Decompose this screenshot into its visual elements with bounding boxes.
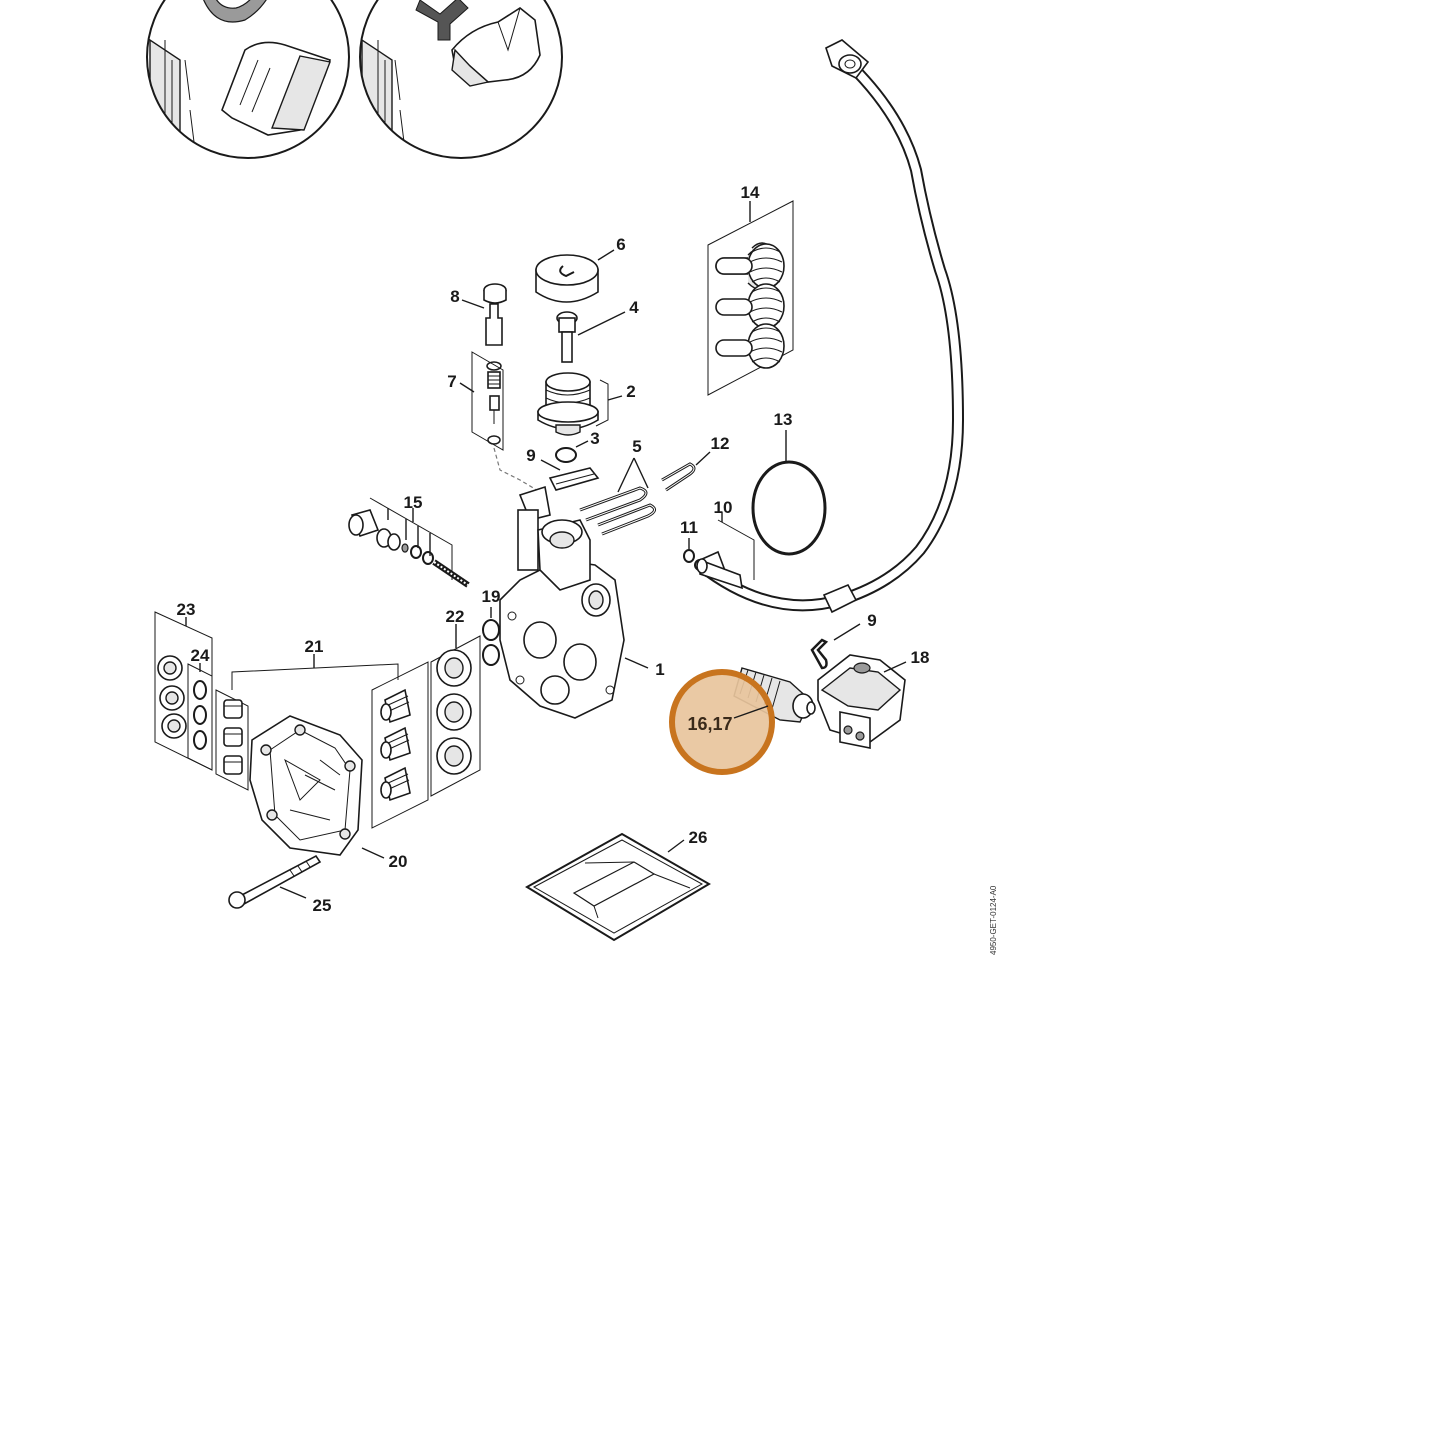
label-20: 20 — [389, 852, 408, 871]
part-4-bolt: 4 — [556, 298, 639, 363]
highlight-callout[interactable]: 16,17 — [669, 669, 775, 775]
label-10: 10 — [714, 498, 733, 517]
part-25-bolt: 25 — [228, 854, 332, 915]
part-14-valve-kit: 14 — [707, 183, 794, 396]
label-16-17: 16,17 — [687, 714, 732, 734]
part-10-connector: 10 — [696, 498, 755, 590]
part-11-o-ring: 11 — [680, 518, 698, 563]
part-7-valve-kit: 7 — [447, 351, 541, 493]
part-3-washer: 3 — [555, 429, 600, 463]
part-21-valve-cones — [371, 661, 429, 829]
label-23: 23 — [177, 600, 196, 619]
part-21-valve-set: 21 — [215, 637, 399, 791]
label-18: 18 — [911, 648, 930, 667]
detail-inset-left — [146, 0, 350, 159]
part-19-o-rings: 19 — [482, 587, 501, 666]
part-26-instruction-sheet: 26 — [525, 828, 711, 942]
label-12: 12 — [711, 434, 730, 453]
part-2-plug: 2 — [537, 372, 636, 436]
label-11: 11 — [680, 518, 698, 537]
part-23-seal-kit: 23 — [154, 600, 213, 771]
detail-inset-right — [359, 0, 563, 159]
part-5-clips: 5 — [579, 437, 656, 536]
label-26: 26 — [689, 828, 708, 847]
label-5: 5 — [632, 437, 641, 456]
part-22-seal-set: 22 — [430, 607, 481, 797]
part-15-valve-assembly: 15 — [348, 493, 470, 588]
label-9b: 9 — [867, 611, 876, 630]
high-pressure-hose — [694, 39, 965, 614]
part-20-pump-head: 20 — [249, 715, 408, 871]
label-4: 4 — [629, 298, 639, 317]
part-12-clip: 12 — [661, 434, 730, 492]
label-6: 6 — [616, 235, 625, 254]
part-13-o-ring: 13 — [751, 410, 827, 556]
part-24-o-ring-kit: 24 — [187, 646, 213, 771]
label-14: 14 — [741, 183, 760, 202]
part-1-pump-housing: 1 — [499, 485, 665, 719]
label-1: 1 — [655, 660, 664, 679]
label-24: 24 — [191, 646, 210, 665]
label-21: 21 — [305, 637, 324, 656]
label-25: 25 — [313, 896, 332, 915]
part-9-clip-lower: 9 — [810, 611, 877, 670]
label-15: 15 — [404, 493, 423, 512]
part-18-pressure-switch: 18 — [817, 648, 930, 749]
part-8-valve: 8 — [450, 283, 507, 346]
label-9a: 9 — [526, 446, 535, 465]
label-2: 2 — [626, 382, 635, 401]
label-13: 13 — [774, 410, 793, 429]
label-8: 8 — [450, 287, 459, 306]
drawing-code: 4950-GET-0124-A0 — [989, 885, 998, 955]
label-22: 22 — [446, 607, 465, 626]
part-6-cap: 6 — [535, 235, 626, 303]
part-9-clip-top: 9 — [526, 446, 600, 491]
label-3: 3 — [590, 429, 599, 448]
label-19: 19 — [482, 587, 501, 606]
label-7: 7 — [447, 372, 456, 391]
